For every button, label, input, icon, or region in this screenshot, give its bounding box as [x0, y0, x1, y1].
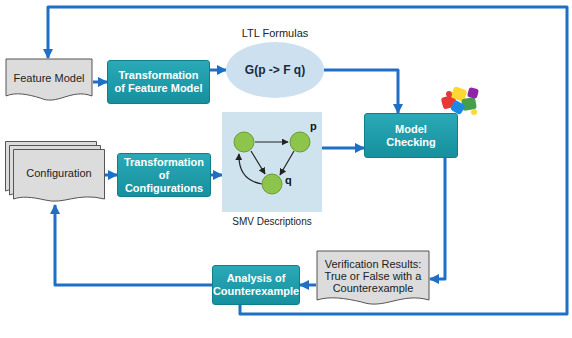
process-box: Transformation of Feature Model [107, 60, 210, 104]
state-label: p [310, 120, 317, 132]
document-shape: Feature Model [5, 58, 93, 104]
process-box: Transformation of Configurations [117, 153, 211, 197]
state-label: q [285, 174, 292, 186]
flow-arrow [105, 174, 117, 177]
flow-arrow [55, 205, 212, 285]
document-label: Verification Results: True or False with… [322, 258, 424, 294]
flow-arrow [300, 284, 316, 287]
process-box: Model Checking [364, 113, 458, 158]
caption: SMV Descriptions [222, 216, 322, 227]
flow-arrow [324, 70, 398, 113]
formula-ellipse: LTL FormulasG(p -> F q) [226, 26, 324, 98]
flow-arrow [430, 158, 445, 279]
state-graph [222, 112, 322, 212]
flow-arrow [322, 147, 364, 150]
flow-arrow [93, 81, 107, 84]
flow-arrow [48, 7, 567, 314]
flow-arrow [211, 174, 222, 177]
document-label: Feature Model [14, 72, 85, 84]
ellipse-shape: G(p -> F q) [226, 42, 324, 98]
process-box: Analysis of Counterexample [212, 265, 300, 305]
smv-panel: pqSMV Descriptions [222, 112, 322, 232]
box-label: Model Checking [370, 123, 452, 149]
graph-panel: pq [222, 112, 322, 212]
flow-arrow [210, 69, 226, 72]
document-stack: Configuration [5, 141, 105, 205]
box-label: Transformation of Configurations [123, 156, 205, 195]
box-label: Analysis of Counterexample [213, 272, 299, 298]
formula: G(p -> F q) [245, 63, 305, 77]
box-label: Transformation of Feature Model [113, 69, 204, 95]
document-shape: Verification Results: True or False with… [316, 250, 430, 308]
document-label: Configuration [26, 167, 91, 179]
heading: LTL Formulas [242, 26, 309, 42]
